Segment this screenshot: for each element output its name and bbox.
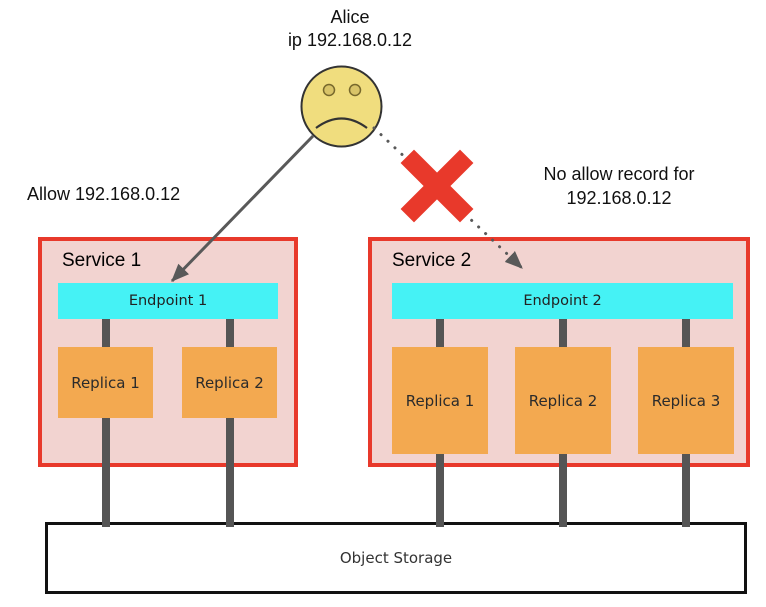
deny-annotation-line2: 192.168.0.12: [566, 188, 672, 208]
service-2-replica-1: Replica 1: [392, 347, 488, 454]
storage-connector-line: [226, 319, 234, 527]
service-2-replica-2: Replica 2: [515, 347, 611, 454]
actor-ip: ip 192.168.0.12: [287, 30, 413, 50]
service-1-replica-1: Replica 1: [58, 347, 153, 418]
right-eye: [348, 83, 362, 97]
endpoint-1: Endpoint 1: [58, 283, 278, 319]
object-storage-label: Object Storage: [339, 549, 453, 567]
service-2-box: Service 2 Endpoint 2 Replica 1 Replica 2…: [368, 237, 750, 467]
deny-annotation-line1: No allow record for: [543, 164, 695, 184]
service-1-replica-2: Replica 2: [182, 347, 277, 418]
service-2-title: Service 2: [392, 250, 472, 271]
service-1-box: Service 1 Endpoint 1 Replica 1 Replica 2: [38, 237, 298, 467]
actor-label: Alice ip 192.168.0.12: [250, 6, 450, 52]
endpoint-2: Endpoint 2: [392, 283, 733, 319]
service-2-replica-3: Replica 3: [638, 347, 734, 454]
face-circle: [300, 65, 383, 148]
actor-name: Alice: [330, 7, 370, 27]
deny-annotation: No allow record for 192.168.0.12: [510, 162, 728, 210]
sad-face-icon: [300, 65, 383, 148]
frown-mouth: [315, 117, 368, 129]
object-storage-box: Object Storage: [45, 522, 747, 594]
allow-annotation: Allow 192.168.0.12: [27, 184, 181, 204]
red-x-icon: [400, 149, 474, 223]
left-eye: [322, 83, 336, 97]
storage-connector-line: [102, 319, 110, 527]
service-1-title: Service 1: [62, 250, 142, 271]
